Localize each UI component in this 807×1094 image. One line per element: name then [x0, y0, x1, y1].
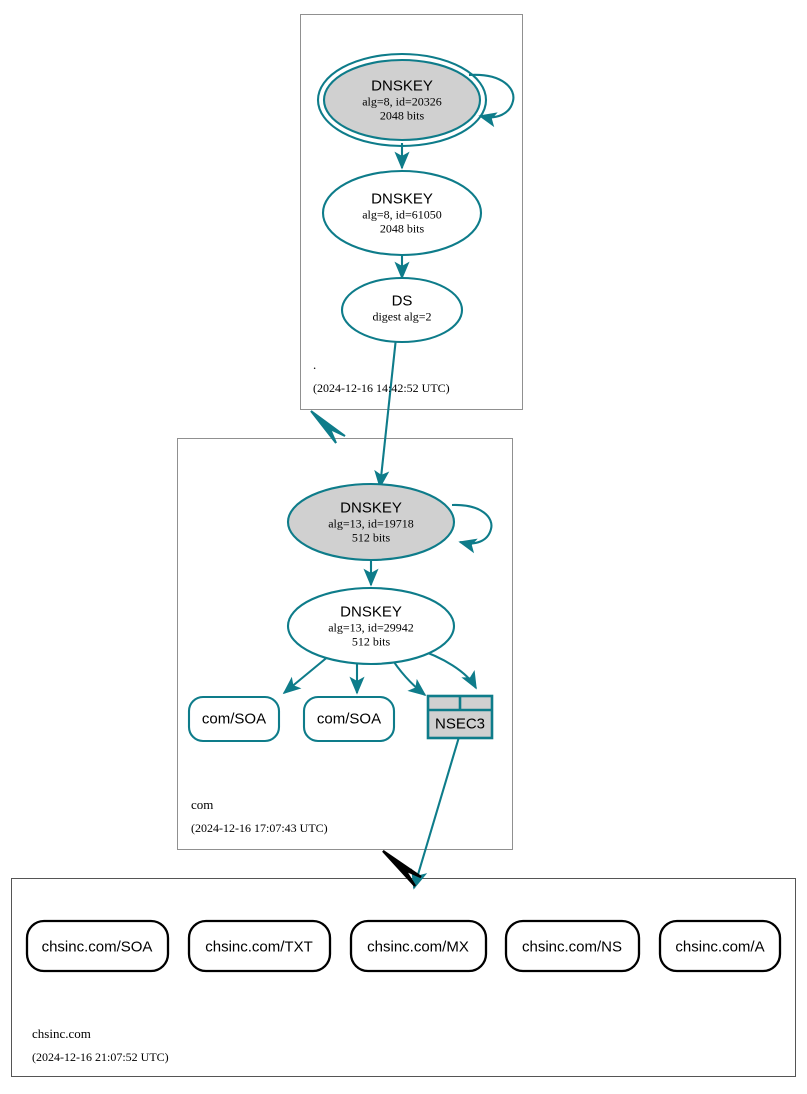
- zone-box-com: [177, 438, 513, 850]
- zone-timestamp-com: (2024-12-16 17:07:43 UTC): [191, 821, 328, 835]
- node-com-nsec3[interactable]: [426, 694, 494, 740]
- zone-timestamp-root: (2024-12-16 14:42:52 UTC): [313, 381, 450, 395]
- node-chsinc-ns[interactable]: [504, 919, 641, 973]
- zone-box-root: [300, 14, 523, 410]
- edge-delegation-root-to-com: [310, 410, 346, 444]
- zone-timestamp-chsinc: (2024-12-16 21:07:52 UTC): [32, 1050, 169, 1064]
- edge-delegation-com-to-chsinc: [382, 850, 422, 887]
- zone-name-com: com: [191, 797, 214, 812]
- node-root-dnskey-20326[interactable]: [316, 52, 488, 148]
- zone-box-chsinc: [11, 878, 796, 1077]
- edge-com-ksk-self-sign: [451, 503, 493, 554]
- node-chsinc-mx[interactable]: [349, 919, 488, 973]
- edge-nsec3-to-chsinc: [411, 736, 461, 890]
- node-com-dnskey-29942[interactable]: [286, 586, 456, 666]
- zone-name-root: .: [313, 357, 317, 372]
- zone-name-chsinc: chsinc.com: [32, 1026, 91, 1041]
- node-chsinc-a[interactable]: [658, 919, 782, 973]
- node-com-soa-1[interactable]: [187, 695, 281, 743]
- node-chsinc-soa[interactable]: [25, 919, 170, 973]
- edge-root-ksk-self-sign: [468, 73, 515, 128]
- edge-com-zsk-to-soa-1: [282, 654, 331, 695]
- node-root-ds[interactable]: [340, 276, 464, 344]
- edge-ds-to-com-dnskey: [374, 337, 398, 489]
- node-root-dnskey-61050[interactable]: [321, 169, 483, 257]
- node-com-dnskey-19718[interactable]: [286, 482, 456, 562]
- node-chsinc-txt[interactable]: [187, 919, 332, 973]
- node-com-soa-2[interactable]: [302, 695, 396, 743]
